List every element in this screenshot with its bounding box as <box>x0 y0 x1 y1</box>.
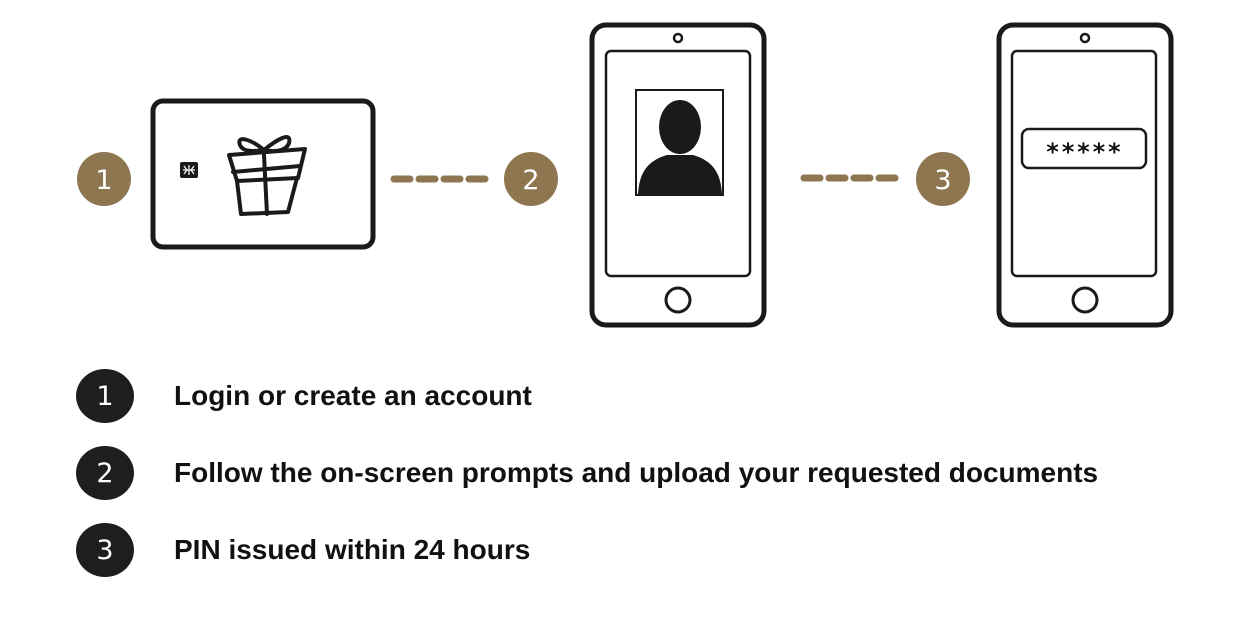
step-text-1: Login or create an account <box>174 380 532 411</box>
flow-marker-3: 3 <box>916 152 970 206</box>
flow-marker-2: 2 <box>504 152 558 206</box>
id-photo-icon <box>635 89 724 196</box>
step-badge-1: 1 <box>76 369 134 423</box>
step-badge-3: 3 <box>76 523 134 577</box>
flow-marker-2-label: 2 <box>522 165 539 196</box>
step-text-3: PIN issued within 24 hours <box>174 534 531 565</box>
step-text-2: Follow the on-screen prompts and upload … <box>174 457 1099 488</box>
flow-marker-3-label: 3 <box>934 165 951 196</box>
flow-marker-1-label: 1 <box>95 165 112 196</box>
flow-marker-1: 1 <box>77 152 131 206</box>
process-flow-diagram: 1 2 <box>77 22 1174 328</box>
gift-box-icon <box>227 135 307 216</box>
step-badge-2: 2 <box>76 446 134 500</box>
step-item-2: 2 Follow the on-screen prompts and uploa… <box>76 446 1098 500</box>
step-item-3: 3 PIN issued within 24 hours <box>76 523 530 577</box>
pin-field-icon: ***** <box>1020 127 1148 170</box>
portrait-phone-icon <box>589 22 767 328</box>
gift-card-icon <box>150 98 376 250</box>
pin-display: ***** <box>1045 138 1122 166</box>
pin-phone-icon: ***** <box>996 22 1174 328</box>
step-item-1: 1 Login or create an account <box>76 369 532 423</box>
card-chip-icon <box>180 162 198 178</box>
